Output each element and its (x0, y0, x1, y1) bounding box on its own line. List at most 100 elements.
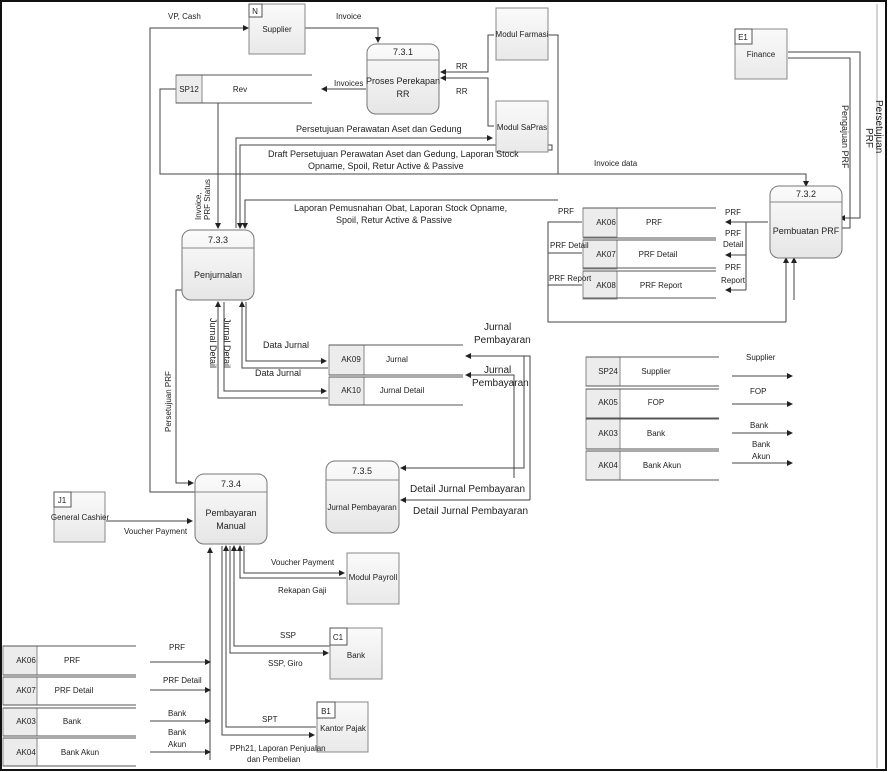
process-7-3-1[interactable]: 7.3.1 Proses Perekapan RR (366, 43, 440, 115)
flow-label: Data Jurnal (255, 368, 301, 378)
flow-label: FOP (750, 387, 766, 396)
store-name: PRF Detail (55, 686, 94, 695)
flow-label: Invoice data (594, 159, 638, 168)
flow-label: Supplier (746, 353, 776, 362)
store-ak04-bank-akun-left[interactable]: AK04 Bank Akun (2, 737, 136, 767)
entity-name: General Cashier (51, 513, 110, 522)
entity-name: Finance (747, 50, 776, 59)
process-7-3-4[interactable]: 7.3.4 Pembayaran Manual (194, 473, 268, 545)
entity-modul-sapras[interactable]: Modul SaPras (495, 100, 549, 153)
flow-label: Data Jurnal (263, 340, 309, 350)
entity-code: N (252, 7, 258, 16)
store-name: Jurnal (386, 355, 408, 364)
store-name: Bank Akun (61, 748, 99, 757)
entity-name: Modul Farmasi (496, 30, 549, 39)
process-id: 7.3.5 (352, 466, 372, 476)
store-name: Bank (647, 429, 666, 438)
flow-label: SSP, Giro (268, 659, 303, 668)
store-id: AK04 (598, 461, 618, 470)
flow-label: Laporan Pemusnahan Obat, Laporan Stock O… (294, 203, 507, 213)
entity-name: Bank (347, 651, 366, 660)
flow-label: PRF (725, 229, 741, 238)
store-sp12-rev[interactable]: SP12 Rev (175, 74, 312, 104)
flow-label: Jurnal (484, 365, 511, 376)
process-name-line2: Manual (216, 521, 246, 531)
flow-label: Akun (168, 740, 186, 749)
flow-label: PRF Detail (550, 241, 589, 250)
process-7-3-2[interactable]: 7.3.2 Pembuatan PRF (769, 185, 843, 259)
store-ak05-fop[interactable]: AK05 FOP (585, 388, 719, 419)
flow-label: Persetujuan Perawatan Aset dan Gedung (296, 124, 462, 134)
store-ak07-prf-detail-right[interactable]: AK07 PRF Detail (582, 239, 716, 270)
flow-label: RR (456, 62, 468, 71)
store-name: Rev (233, 85, 247, 94)
flow-label: PRF (725, 263, 741, 272)
flow-label: VP, Cash (168, 12, 201, 21)
flow-label: Invoice, (194, 192, 203, 220)
flow-label: Opname, Spoil, Retur Active & Passive (308, 161, 464, 171)
store-ak03-bank-left[interactable]: AK03 Bank (2, 707, 136, 737)
flow-label: Pembayaran (474, 335, 531, 346)
entity-name: Modul SaPras (497, 123, 547, 132)
entity-supplier[interactable]: N Supplier (248, 3, 306, 55)
store-id: AK03 (16, 717, 36, 726)
flow-label: Pembayaran (472, 378, 529, 389)
flow-label: RR (456, 87, 468, 96)
entity-code: B1 (321, 707, 331, 716)
flow-label: PRF (169, 643, 185, 652)
flow-label: Spoil, Retur Active & Passive (336, 215, 452, 225)
store-name: PRF (64, 656, 80, 665)
flow-label: PRF Detail (163, 676, 202, 685)
flow-label: PRF Status (203, 179, 212, 220)
store-id: AK06 (16, 656, 36, 665)
entity-modul-payroll[interactable]: Modul Payroll (346, 552, 400, 605)
store-ak07-prf-detail-left[interactable]: AK07 PRF Detail (2, 676, 136, 706)
flow-label: Detail Jurnal Pembayaran (410, 484, 525, 495)
store-id: AK09 (341, 355, 361, 364)
entity-finance[interactable]: E1 Finance (734, 28, 788, 80)
store-ak04-bank-akun-right[interactable]: AK04 Bank Akun (585, 450, 719, 481)
flow-label: Bank (752, 440, 771, 449)
entity-code: E1 (738, 33, 748, 42)
flow-label: Jurnal (484, 322, 511, 333)
flow-label: Persetujuan (873, 100, 884, 153)
store-name: Supplier (641, 367, 671, 376)
store-sp24-supplier[interactable]: SP24 Supplier (585, 356, 719, 387)
process-7-3-3[interactable]: 7.3.3 Penjurnalan (181, 229, 255, 301)
process-name: Proses Perekapan (366, 76, 440, 86)
store-name: PRF Report (640, 281, 683, 290)
flow-label: Voucher Payment (271, 558, 335, 567)
flow-labels: VP, Cash Invoice Invoices RR RR Persetuj… (124, 12, 884, 764)
entity-modul-farmasi[interactable]: Modul Farmasi (495, 7, 549, 61)
store-ak03-bank-right[interactable]: AK03 Bank (585, 418, 719, 450)
flow-label: Bank (168, 709, 187, 718)
store-ak09-jurnal[interactable]: AK09 Jurnal (328, 344, 463, 376)
flow-label: Jurnal Detail (208, 318, 218, 368)
store-id: AK10 (341, 386, 361, 395)
process-7-3-5[interactable]: 7.3.5 Jurnal Pembayaran (325, 460, 400, 534)
flow-label: PRF (725, 208, 741, 217)
store-name: Bank Akun (643, 461, 681, 470)
store-id: AK05 (598, 398, 618, 407)
store-name: FOP (648, 398, 664, 407)
entity-name: Modul Payroll (349, 573, 398, 582)
flow-label: Detail Jurnal Pembayaran (413, 506, 528, 517)
store-name: Bank (63, 717, 82, 726)
process-id: 7.3.2 (796, 189, 816, 199)
store-ak06-prf-left[interactable]: AK06 PRF (2, 645, 136, 676)
entity-bank[interactable]: C1 Bank (329, 627, 383, 680)
entity-general-cashier[interactable]: J1 General Cashier (51, 491, 110, 543)
store-ak08-prf-report[interactable]: AK08 PRF Report (582, 270, 716, 300)
flow-label: Voucher Payment (124, 527, 188, 536)
entity-kantor-pajak[interactable]: B1 Kantor Pajak (316, 701, 369, 753)
flow-label: Jurnal Detail (222, 318, 232, 368)
flow-label: Pengajuan PRF (840, 105, 850, 169)
store-id: AK07 (16, 686, 36, 695)
store-id: AK03 (598, 429, 618, 438)
flow-lines (106, 25, 861, 760)
entity-code: C1 (333, 633, 344, 642)
store-ak10-jurnal-detail[interactable]: AK10 Jurnal Detail (328, 376, 463, 406)
store-ak06-prf-right[interactable]: AK06 PRF (582, 207, 716, 239)
